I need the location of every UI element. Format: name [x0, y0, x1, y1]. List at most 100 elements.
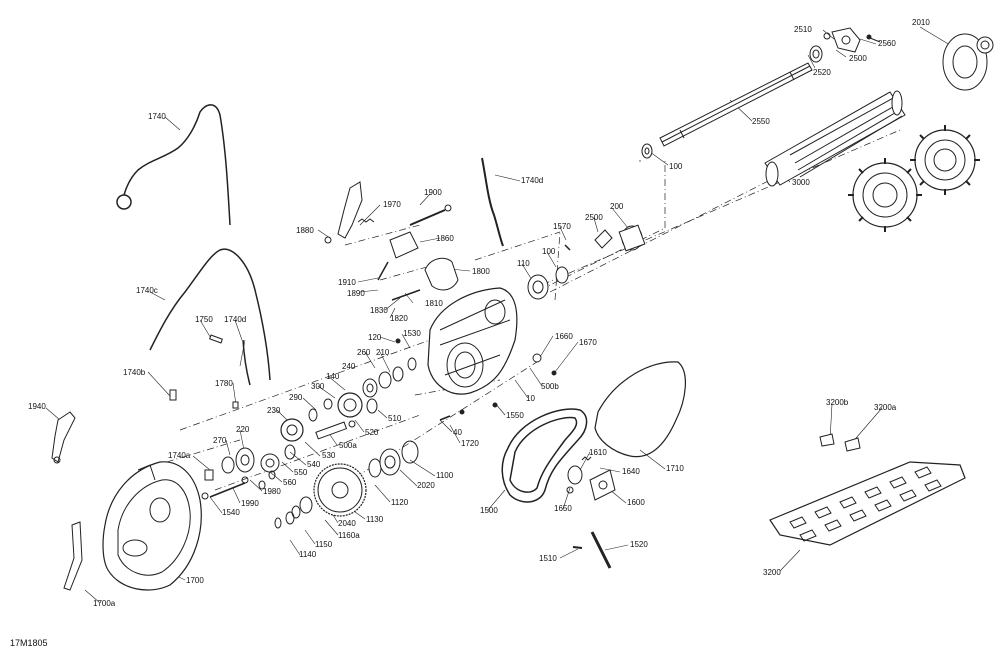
part-label-500a[interactable]: 500a	[339, 441, 357, 450]
splined-shaft-3000[interactable]	[764, 90, 906, 187]
bolt-2560[interactable]	[866, 34, 881, 43]
clip-3200a[interactable]	[844, 437, 861, 452]
part-label-1500[interactable]: 1500	[480, 506, 498, 515]
part-label-100-top[interactable]: 100	[669, 162, 683, 171]
rod-1520[interactable]	[590, 531, 612, 569]
ring-530[interactable]	[284, 444, 296, 460]
bearing-110[interactable]	[527, 274, 549, 300]
bolt-1530[interactable]	[395, 338, 401, 344]
link-1820[interactable]	[391, 289, 421, 301]
clip-3200b[interactable]	[819, 433, 835, 447]
part-label-1520[interactable]: 1520	[630, 540, 648, 549]
part-label-1530[interactable]: 1530	[403, 329, 421, 338]
part-label-300[interactable]: 300	[311, 382, 325, 391]
drive-sprocket-1[interactable]	[848, 158, 922, 232]
part-label-1810[interactable]: 1810	[425, 299, 443, 308]
bolt-1550[interactable]	[492, 402, 498, 408]
part-label-550[interactable]: 550	[294, 468, 308, 477]
part-label-1640[interactable]: 1640	[622, 467, 640, 476]
pin-1750[interactable]	[209, 334, 223, 344]
part-label-1130[interactable]: 1130	[366, 515, 384, 524]
washer-1160a[interactable]	[291, 505, 301, 519]
part-label-1740a[interactable]: 1740a	[168, 451, 191, 460]
gear-220[interactable]	[235, 447, 255, 473]
part-label-2500-top[interactable]: 2500	[849, 54, 867, 63]
part-label-3200a[interactable]: 3200a	[874, 403, 897, 412]
lever-1700a[interactable]	[63, 521, 83, 591]
part-label-1780[interactable]: 1780	[215, 379, 233, 388]
part-label-2040[interactable]: 2040	[338, 519, 356, 528]
ring-300[interactable]	[323, 398, 333, 410]
gasket-1710[interactable]	[594, 361, 686, 458]
part-label-200[interactable]: 200	[610, 202, 624, 211]
part-label-2520[interactable]: 2520	[813, 68, 831, 77]
part-label-1830[interactable]: 1830	[370, 306, 388, 315]
part-label-1650[interactable]: 1650	[554, 504, 572, 513]
flange-2010[interactable]	[942, 33, 994, 91]
shaft-500a[interactable]	[315, 421, 348, 440]
part-label-530[interactable]: 530	[322, 451, 336, 460]
fitting-1740b[interactable]	[169, 389, 177, 401]
part-label-1740[interactable]: 1740	[148, 112, 166, 121]
seal-100b[interactable]	[555, 266, 569, 284]
pin-520[interactable]	[348, 420, 356, 428]
part-label-1740b[interactable]: 1740b	[123, 368, 146, 377]
washer-1150[interactable]	[285, 511, 295, 525]
part-label-1880[interactable]: 1880	[296, 226, 314, 235]
bearing-240[interactable]	[362, 378, 378, 398]
part-label-1140[interactable]: 1140	[299, 550, 317, 559]
part-label-260[interactable]: 260	[357, 348, 371, 357]
bearing-plate-2500[interactable]	[831, 27, 861, 53]
part-label-290[interactable]: 290	[289, 393, 303, 402]
part-label-500b[interactable]: 500b	[541, 382, 559, 391]
part-label-1900[interactable]: 1900	[424, 188, 442, 197]
part-label-1910[interactable]: 1910	[338, 278, 356, 287]
ring-260[interactable]	[378, 371, 392, 389]
washer-290[interactable]	[308, 408, 318, 422]
part-label-1700[interactable]: 1700	[186, 576, 204, 585]
bolt-40[interactable]	[459, 409, 465, 415]
part-label-1100[interactable]: 1100	[436, 471, 454, 480]
part-label-1740d[interactable]: 1740d	[224, 315, 247, 324]
part-label-1820[interactable]: 1820	[390, 314, 408, 323]
large-gear-1130[interactable]	[313, 463, 367, 517]
part-label-520[interactable]: 520	[365, 428, 379, 437]
slider-plate-3200[interactable]	[769, 461, 966, 546]
washer-120[interactable]	[407, 357, 417, 371]
part-label-1120[interactable]: 1120	[391, 498, 409, 507]
ring-210[interactable]	[392, 366, 404, 382]
part-label-1710[interactable]: 1710	[666, 464, 684, 473]
part-label-110[interactable]: 110	[517, 259, 530, 268]
part-label-2510[interactable]: 2510	[794, 25, 812, 34]
rod-1740d[interactable]	[242, 339, 251, 386]
part-label-1570[interactable]: 1570	[553, 222, 571, 231]
chain-1500[interactable]	[501, 408, 588, 503]
part-label-560[interactable]: 560	[283, 478, 297, 487]
spring-1610[interactable]	[581, 456, 592, 461]
part-label-1860[interactable]: 1860	[436, 234, 454, 243]
gear-140[interactable]	[337, 392, 363, 418]
part-label-120[interactable]: 120	[368, 333, 382, 342]
nut-2510[interactable]	[823, 32, 831, 40]
bearing-100-top[interactable]	[641, 143, 653, 159]
part-label-1160a[interactable]: 1160a	[338, 531, 360, 540]
part-label-210[interactable]: 210	[376, 348, 390, 357]
part-label-510[interactable]: 510	[388, 414, 402, 423]
washer-550[interactable]	[268, 470, 276, 480]
rod-1900[interactable]	[409, 204, 452, 226]
part-label-3000[interactable]: 3000	[792, 178, 810, 187]
part-label-270[interactable]: 270	[213, 436, 227, 445]
nut-1660[interactable]	[532, 353, 542, 363]
lever-2500b[interactable]	[594, 229, 613, 249]
bearing-2020[interactable]	[379, 448, 401, 476]
part-label-1980[interactable]: 1980	[263, 487, 281, 496]
bolt-1720[interactable]	[439, 415, 451, 421]
rod-1740d-top[interactable]	[481, 157, 504, 247]
part-label-1550[interactable]: 1550	[506, 411, 524, 420]
part-label-100-mid[interactable]: 100	[542, 247, 556, 256]
part-label-1540[interactable]: 1540	[222, 508, 240, 517]
clip-1780[interactable]	[232, 401, 239, 409]
part-label-2500-mid[interactable]: 2500	[585, 213, 603, 222]
shaft-2550[interactable]	[659, 62, 813, 147]
lever-1940[interactable]	[51, 411, 76, 464]
